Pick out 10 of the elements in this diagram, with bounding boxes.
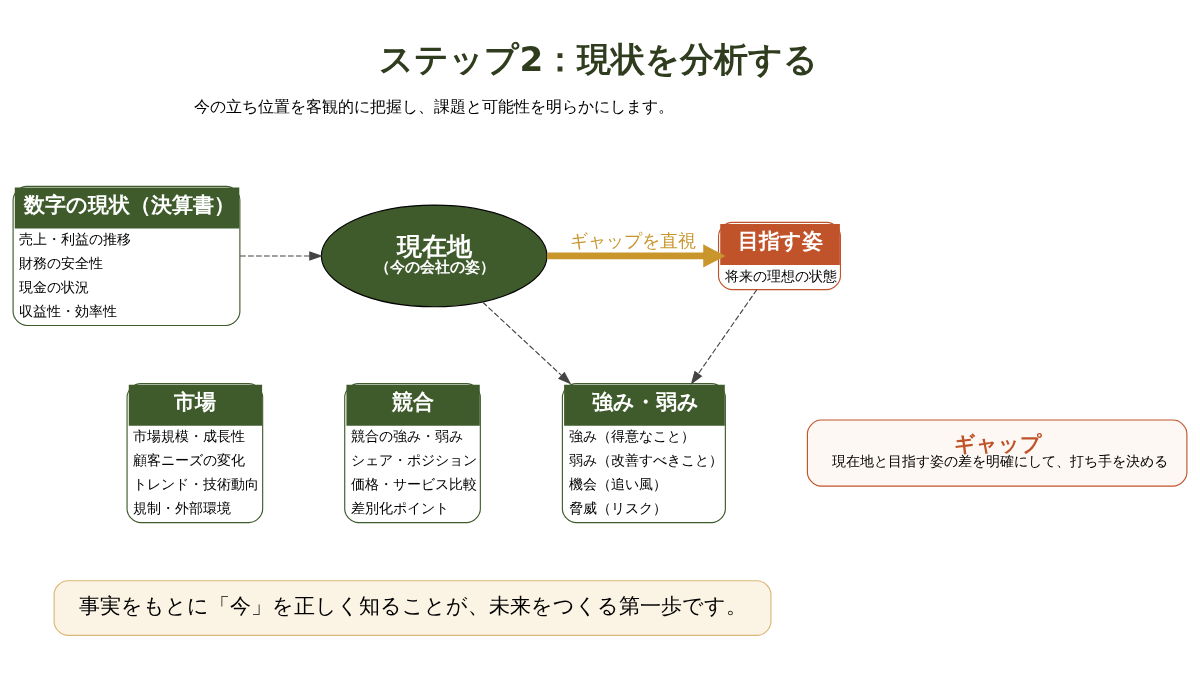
node-ellipse: 現在地 （今の会社の姿） — [320, 204, 548, 307]
edge-label: ギャップを直視 — [569, 229, 696, 251]
arrow — [690, 288, 758, 385]
arrow — [547, 243, 726, 268]
node-box: ギャップ 現在地と目指す姿の差を明確にして、打ち手を決める — [806, 419, 1188, 487]
arrow — [239, 250, 323, 261]
node-box: 事実をもとに「今」を正しく知ることが、未来をつくる第一歩です。 — [53, 579, 772, 636]
arrow — [482, 301, 572, 384]
diagram-title: ステップ2：現状を分析する — [379, 38, 819, 79]
label: 今の立ち位置を客観的に把握し、課題と可能性を明らかにします。 — [194, 96, 675, 116]
